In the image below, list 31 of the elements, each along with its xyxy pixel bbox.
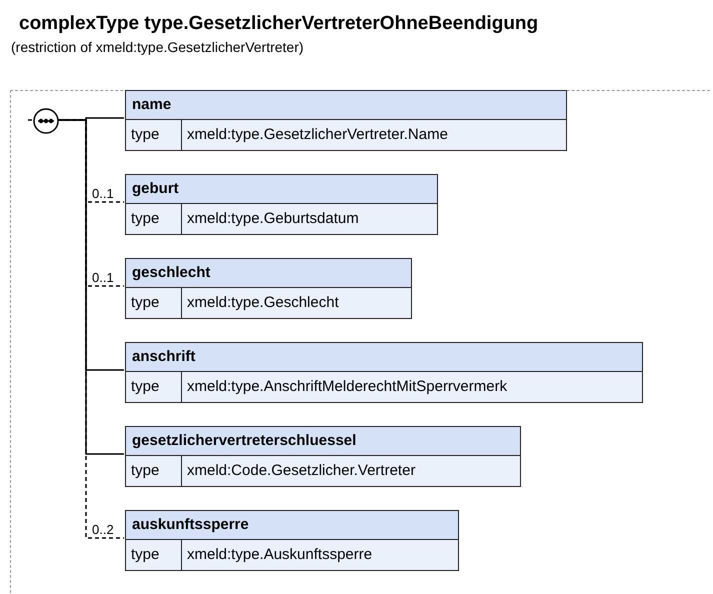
type-name: xmeld:type.AnschriftMelderechtMitSperrvermerk (186, 377, 508, 397)
element-box (125, 174, 438, 235)
type-label: type (126, 288, 182, 318)
element-name: geburt (126, 175, 437, 204)
type-name: xmeld:type.Geburtsdatum (186, 209, 360, 229)
multiplicity-label: 0..2 (91, 523, 115, 537)
element-name: gesetzlichervertreterschluessel (126, 427, 520, 456)
type-label: type (126, 120, 182, 150)
type-name: xmeld:type.Geschlecht (186, 293, 340, 313)
type-name: xmeld:type.GesetzlicherVertreter.Name (186, 125, 449, 145)
type-label: type (126, 540, 182, 570)
element-box (125, 426, 521, 487)
type-label: type (126, 372, 182, 402)
type-subtitle: (restriction of xmeld:type.GesetzlicherVertreter) (11, 39, 304, 55)
connector-line (28, 119, 32, 121)
type-label: type (126, 204, 182, 234)
type-name: xmeld:Code.Gesetzlicher.Vertreter (186, 461, 416, 481)
type-name: xmeld:type.Auskunftssperre (186, 545, 374, 565)
multiplicity-label: 0..1 (91, 187, 115, 201)
type-title: complexType type.GesetzlicherVertreterOhneBeendigung (19, 13, 538, 35)
element-box (125, 90, 567, 151)
element-name: anschrift (126, 343, 642, 372)
element-name: geschlecht (126, 259, 411, 288)
element-box (125, 342, 643, 403)
element-box (125, 510, 459, 571)
element-name: auskunftssperre (126, 511, 458, 540)
multiplicity-label: 0..1 (91, 271, 115, 285)
sequence-compositor-icon (33, 108, 59, 134)
type-label: type (126, 456, 182, 486)
element-name: name (126, 91, 566, 120)
element-box (125, 258, 412, 319)
